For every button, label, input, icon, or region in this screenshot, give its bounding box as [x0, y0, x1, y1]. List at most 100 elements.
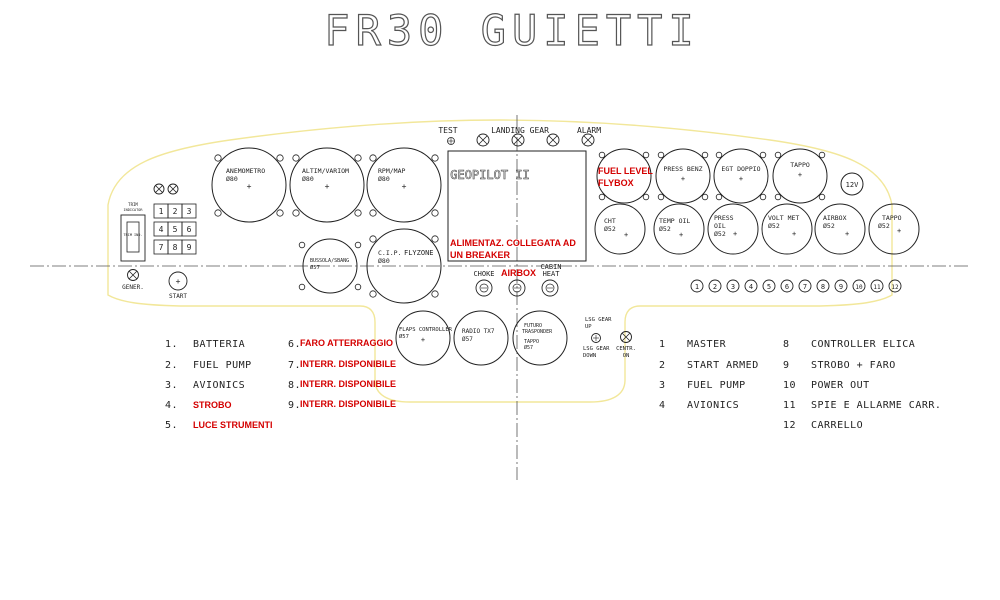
tappo-top-name: TAPPO [790, 161, 810, 169]
radio-gauge: RADIO TX7 Ø57 [453, 310, 509, 366]
temp-oil-name: TEMP OIL [659, 217, 690, 225]
switch-1: 1 [695, 283, 699, 291]
press-oil-name-2: OIL [714, 222, 726, 230]
futuro-name: FUTURO [524, 323, 542, 329]
legend-mid-num-8: 8. [288, 380, 301, 391]
press-oil-name: PRESS [714, 214, 734, 222]
legend-ra-num-4: 4 [659, 400, 666, 411]
legend-left-num-1: 1. [165, 339, 178, 350]
centr-on-label-2: ON [623, 353, 630, 359]
altim-size: Ø80 [302, 175, 314, 183]
legend-mid-num-7: 7. [288, 360, 301, 371]
switch-12: 12 [891, 284, 899, 291]
tappo-bottom-name: TAPPO [882, 214, 902, 222]
legend-left-num-4: 4. [165, 400, 178, 411]
key-9: 9 [187, 243, 192, 252]
gener-label: GENER. [122, 284, 144, 291]
cht-size: Ø52 [604, 225, 616, 233]
cht-name: CHT [604, 217, 616, 225]
cip-size: Ø80 [378, 257, 390, 265]
legend-ra-text-1: MASTER [687, 339, 727, 350]
legend-rb-text-9: STROBO + FARO [811, 360, 896, 371]
svg-text:+: + [402, 182, 407, 191]
cip-gauge: C.I.P. Ø80 FLYZONE [366, 228, 442, 304]
flaps-name: FLAPS CONTROLLER [399, 327, 453, 333]
flybox-note: FLYBOX [598, 178, 634, 188]
svg-text:+: + [624, 231, 628, 239]
anemometro-size: Ø80 [226, 175, 238, 183]
flyzone-label: FLYZONE [404, 249, 434, 257]
switch-6: 6 [785, 283, 789, 291]
airbox-note: AIRBOX [501, 268, 536, 278]
key-1: 1 [159, 207, 164, 216]
legend-ra-text-4: AVIONICS [687, 400, 739, 411]
drawing-title: FR30 GUIETTI [324, 6, 699, 55]
landing-gear-lamp-1 [476, 133, 490, 147]
rpm-size: Ø80 [378, 175, 390, 183]
geopilot-label: GEOPILOT II [450, 168, 529, 182]
keypad-lamp-2 [167, 183, 179, 195]
lsg-gear-switch [591, 333, 601, 343]
key-3: 3 [187, 207, 192, 216]
legend-left-num-2: 2. [165, 360, 178, 371]
flaps-gauge: FLAPS CONTROLLER Ø57 + [395, 310, 453, 366]
legend-ra-num-3: 3 [659, 380, 666, 391]
lsg-gear-down-label-2: DOWN [583, 353, 596, 359]
start-label: START [169, 293, 187, 300]
fuel-level-gauge [596, 148, 652, 204]
lsg-gear-down-label: LSG GEAR [583, 346, 610, 352]
legend-rb-num-8: 8 [783, 339, 790, 350]
press-benz-name: PRESS BENZ [663, 165, 702, 173]
legend-left-text-2: FUEL PUMP [193, 360, 252, 371]
switch-row: 1 2 3 4 5 6 7 8 9 10 11 12 [690, 279, 902, 293]
legend-mid-num-6: 6. [288, 339, 301, 350]
temp-oil-gauge: TEMP OIL Ø52 + [653, 203, 705, 255]
svg-text:+: + [733, 230, 737, 238]
key-8: 8 [173, 243, 178, 252]
cabin-heat-label-2: HEAT [543, 270, 561, 278]
egt-gauge: EGT DOPPIO + [713, 148, 769, 204]
legend-mid-text-8: INTERR. DISPONIBILE [300, 379, 396, 389]
legend-mid-num-9: 9. [288, 400, 301, 411]
svg-text:+: + [845, 230, 849, 238]
cip-name: C.I.P. [378, 249, 401, 257]
svg-text:+: + [681, 175, 685, 183]
panel-outline [107, 119, 893, 403]
rpm-gauge: RPM/MAP Ø80 + [366, 147, 442, 223]
rpm-name: RPM/MAP [378, 167, 405, 175]
legend-ra-num-1: 1 [659, 339, 666, 350]
cabin-heat-knob [541, 279, 559, 297]
switch-11: 11 [873, 284, 881, 291]
legend-rb-text-12: CARRELLO [811, 420, 863, 431]
legend-ra-text-2: START ARMED [687, 360, 759, 371]
keypad-lamp-1 [153, 183, 165, 195]
key-5: 5 [173, 225, 178, 234]
legend-rb-text-11: SPIE E ALLARME CARR. [811, 400, 941, 411]
futuro-size: Ø57 [524, 344, 533, 351]
key-2: 2 [173, 207, 178, 216]
svg-text:+: + [679, 231, 683, 239]
altim-gauge: ALTIM/VARIOM Ø80 + [289, 147, 365, 223]
alimentaz-note: ALIMENTAZ. COLLEGATA AD [450, 238, 576, 248]
press-benz-gauge: PRESS BENZ + [655, 148, 711, 204]
radio-size: Ø57 [462, 336, 473, 343]
trim-ind-label: TRIM IND. [124, 233, 143, 237]
geopilot-box [447, 150, 587, 262]
legend-left-text-5: LUCE STRUMENTI [193, 420, 273, 430]
lsg-gear-up-label-2: UP [585, 324, 592, 330]
switch-9: 9 [839, 283, 843, 291]
egt-name: EGT DOPPIO [721, 165, 760, 173]
futuro-sub: TRASPONDER [522, 329, 553, 335]
anemometro-name: ANEMOMETRO [226, 167, 265, 175]
start-button: + START [168, 271, 188, 300]
alarm-lamp [581, 133, 595, 147]
svg-text:+: + [325, 182, 330, 191]
switch-5: 5 [767, 283, 771, 291]
svg-text:+: + [176, 277, 181, 286]
press-oil-gauge: PRESS OIL Ø52 + [707, 203, 759, 255]
mid-legend: 6. FARO ATTERRAGGIO 7. INTERR. DISPONIBI… [288, 338, 396, 411]
legend-rb-num-11: 11 [783, 400, 796, 411]
svg-text:+: + [421, 336, 425, 344]
svg-text:+: + [247, 182, 252, 191]
